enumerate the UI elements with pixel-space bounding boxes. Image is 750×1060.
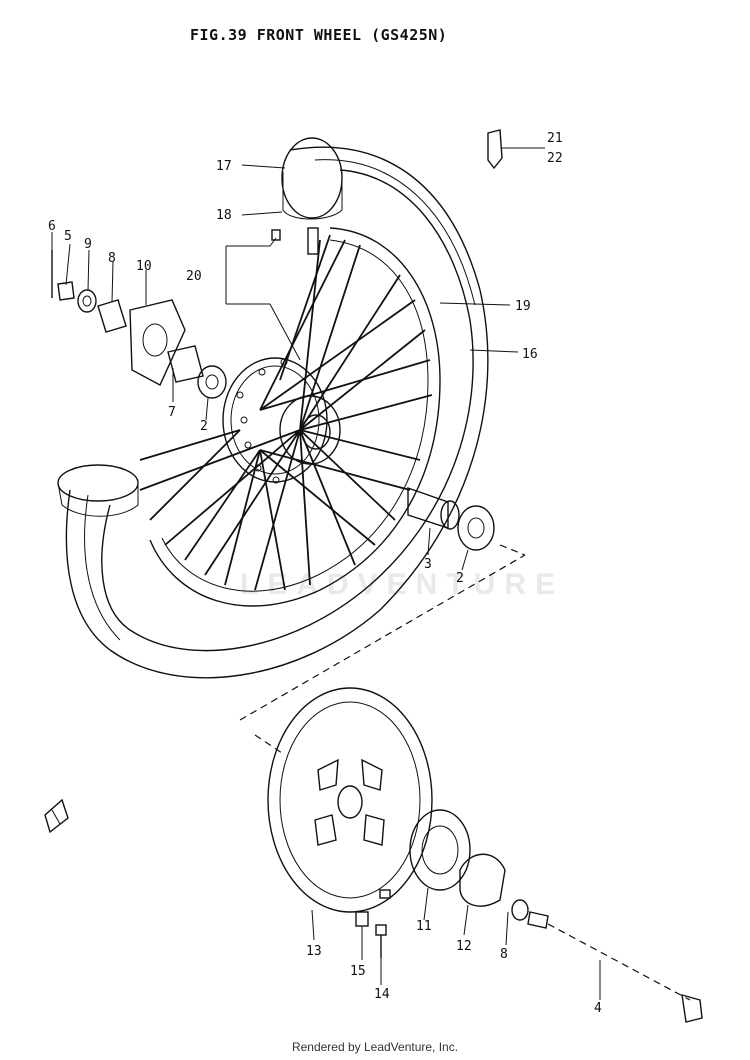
footer-credit: Rendered by LeadVenture, Inc.	[291, 1040, 459, 1054]
assembly-lines	[239, 544, 526, 756]
callout-5: 5	[64, 229, 72, 244]
leader-lines	[51, 147, 601, 1000]
clip	[487, 129, 503, 170]
callout-13: 13	[306, 944, 322, 959]
callout-2: 2	[200, 419, 208, 434]
callout-2: 2	[456, 571, 464, 586]
callout-9: 9	[84, 237, 92, 252]
disc-cover	[409, 809, 471, 891]
callout-3: 3	[424, 557, 432, 572]
callout-11: 11	[416, 919, 432, 934]
callout-7: 7	[168, 405, 176, 420]
spokes	[139, 234, 433, 591]
callout-20: 20	[186, 269, 202, 284]
valve	[307, 227, 319, 255]
figure-title: FIG.39 FRONT WHEEL (GS425N)	[190, 26, 448, 44]
brake-disc	[267, 687, 433, 913]
callout-8: 8	[500, 947, 508, 962]
callout-6: 6	[48, 219, 56, 234]
callout-16: 16	[522, 347, 538, 362]
callout-17: 17	[216, 159, 232, 174]
direction-arrow-icon	[44, 798, 69, 834]
callout-21: 21	[547, 131, 563, 146]
callout-22: 22	[547, 151, 563, 166]
callout-19: 19	[515, 299, 531, 314]
rim	[149, 227, 441, 607]
spoke-nipple	[271, 229, 281, 241]
axle-spacer	[407, 487, 460, 530]
front-axle	[527, 911, 703, 1023]
callout-18: 18	[216, 208, 232, 223]
callout-8: 8	[108, 251, 116, 266]
bearing	[457, 505, 495, 551]
speedometer-gearbox	[459, 853, 506, 907]
watermark: LEADVENTURE	[240, 568, 565, 601]
callout-10: 10	[136, 259, 152, 274]
hub	[222, 357, 341, 484]
callout-14: 14	[374, 987, 390, 1002]
callout-12: 12	[456, 939, 472, 954]
callout-15: 15	[350, 964, 366, 979]
callout-4: 4	[594, 1001, 602, 1016]
tire	[57, 137, 489, 679]
bolt	[355, 889, 391, 958]
collar	[511, 899, 529, 921]
